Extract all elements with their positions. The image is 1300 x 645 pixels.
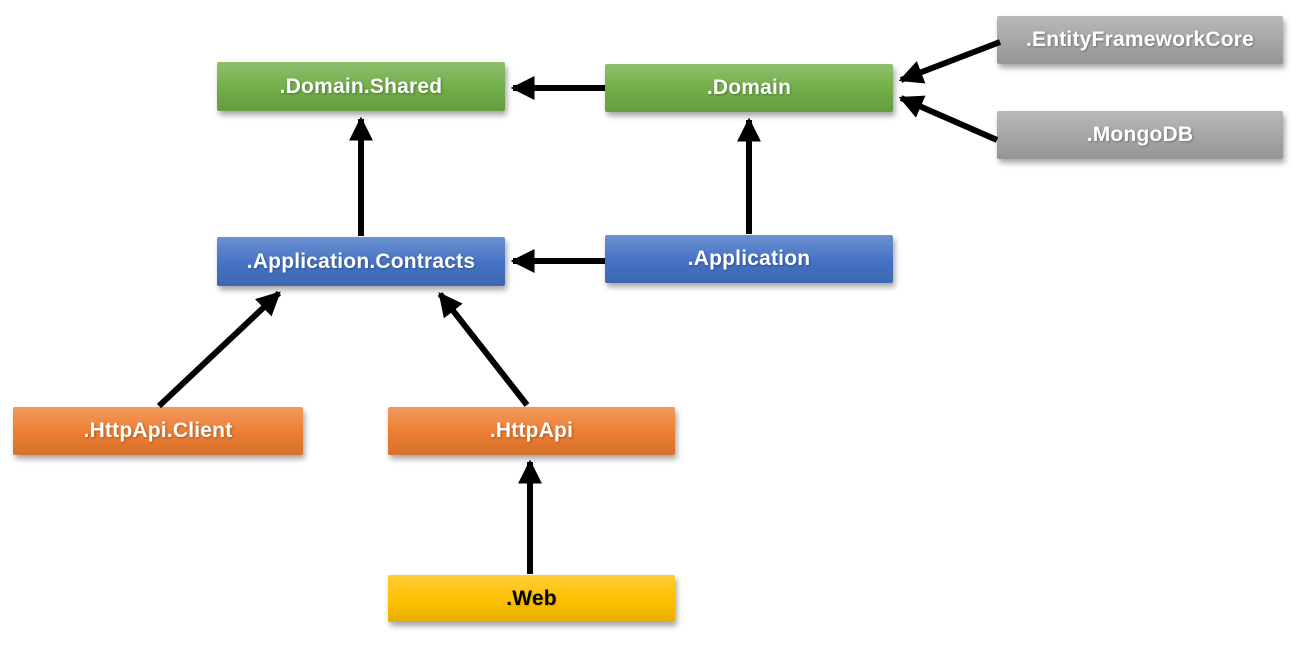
edge-httpapi-client-to-application-contracts-arrow <box>156 290 282 409</box>
node-mongodb-label: .MongoDB <box>1086 123 1194 146</box>
edge-entityframeworkcore-to-domain-arrow <box>898 39 1002 84</box>
node-web-label: .Web <box>506 586 557 610</box>
node-mongodb: .MongoDB <box>997 111 1283 159</box>
node-application-label: .Application <box>687 247 811 270</box>
node-web: .Web <box>388 575 675 622</box>
edge-mongodb-to-domain-arrow <box>898 95 999 143</box>
node-domain-label: .Domain <box>706 76 792 99</box>
node-httpapi-client-label: .HttpApi.Client <box>83 419 233 442</box>
node-domain: .Domain <box>605 64 893 112</box>
node-domain-shared-label: .Domain.Shared <box>279 74 443 98</box>
node-domain-shared: .Domain.Shared <box>217 62 505 111</box>
node-httpapi-label: .HttpApi <box>489 419 574 442</box>
node-httpapi-client: .HttpApi.Client <box>13 407 303 455</box>
node-httpapi: .HttpApi <box>388 407 675 455</box>
edge-httpapi-to-application-contracts-arrow <box>437 292 530 407</box>
node-application: .Application <box>605 235 893 283</box>
node-entityframeworkcore-label: .EntityFrameworkCore <box>1025 28 1255 51</box>
node-application-contracts: .Application.Contracts <box>217 237 505 286</box>
node-entityframeworkcore: .EntityFrameworkCore <box>997 16 1283 64</box>
node-application-contracts-label: .Application.Contracts <box>246 249 476 273</box>
